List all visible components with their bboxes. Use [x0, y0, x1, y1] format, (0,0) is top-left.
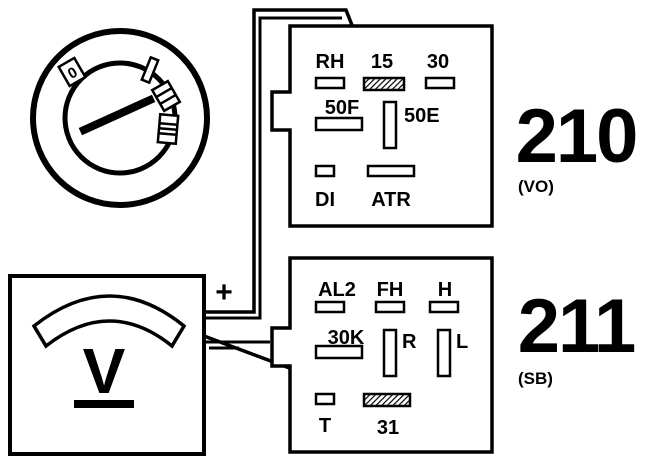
pin-rh — [314, 76, 346, 90]
pin-label-l: L — [456, 331, 468, 353]
pin-label-30k: 30K — [328, 327, 365, 349]
pin-atr — [366, 164, 416, 178]
ignition-key-slot — [78, 94, 156, 136]
ignition-position-3-marker — [156, 112, 180, 146]
pin-fh — [374, 300, 406, 314]
pin-label-di: DI — [315, 189, 335, 211]
pin-30k — [314, 344, 364, 360]
pin-30 — [424, 76, 456, 90]
pin-r — [382, 328, 398, 378]
pin-15 — [362, 76, 406, 92]
pin-h — [428, 300, 460, 314]
connector-211-code: (SB) — [518, 369, 553, 388]
connector-211: AL2 FH H 30K R L T 31 — [270, 256, 494, 454]
pin-di — [314, 164, 336, 178]
ignition-position-0-marker: 0 — [56, 56, 88, 88]
pin-label-30: 30 — [427, 51, 449, 73]
ignition-switch: 0 — [30, 28, 210, 208]
connector-210-number: 210 — [516, 94, 637, 179]
pin-label-atr: ATR — [371, 189, 411, 211]
pin-label-fh: FH — [377, 279, 404, 301]
pin-label-31: 31 — [377, 417, 399, 439]
pin-label-rh: RH — [316, 51, 345, 73]
pin-al2 — [314, 300, 346, 314]
pin-label-50e: 50E — [404, 105, 440, 127]
voltmeter-symbol: V — [83, 335, 126, 407]
pin-label-r: R — [402, 331, 417, 353]
pin-31 — [362, 392, 412, 408]
voltmeter-underline — [74, 400, 134, 408]
ignition-position-1-marker — [140, 55, 160, 85]
connector-211-number: 211 — [518, 284, 635, 369]
pin-label-h: H — [438, 279, 452, 301]
connector-210: RH 15 30 50F 50E DI ATR — [270, 24, 494, 228]
pin-label-50f: 50F — [325, 97, 359, 119]
pin-label-15: 15 — [371, 51, 393, 73]
pin-l — [436, 328, 452, 378]
pin-label-t: T — [319, 415, 331, 437]
connector-210-code: (VO) — [518, 177, 554, 196]
pin-50e — [382, 100, 398, 150]
pin-50f — [314, 116, 364, 132]
pin-label-al2: AL2 — [318, 279, 356, 301]
ignition-position-2-marker — [150, 79, 182, 113]
voltmeter-plus-terminal: + — [215, 276, 233, 309]
pin-t — [314, 392, 336, 406]
voltmeter: V + — — [8, 274, 239, 456]
positive-test-lead-return — [204, 16, 342, 320]
voltmeter-scale-arc — [31, 294, 187, 349]
